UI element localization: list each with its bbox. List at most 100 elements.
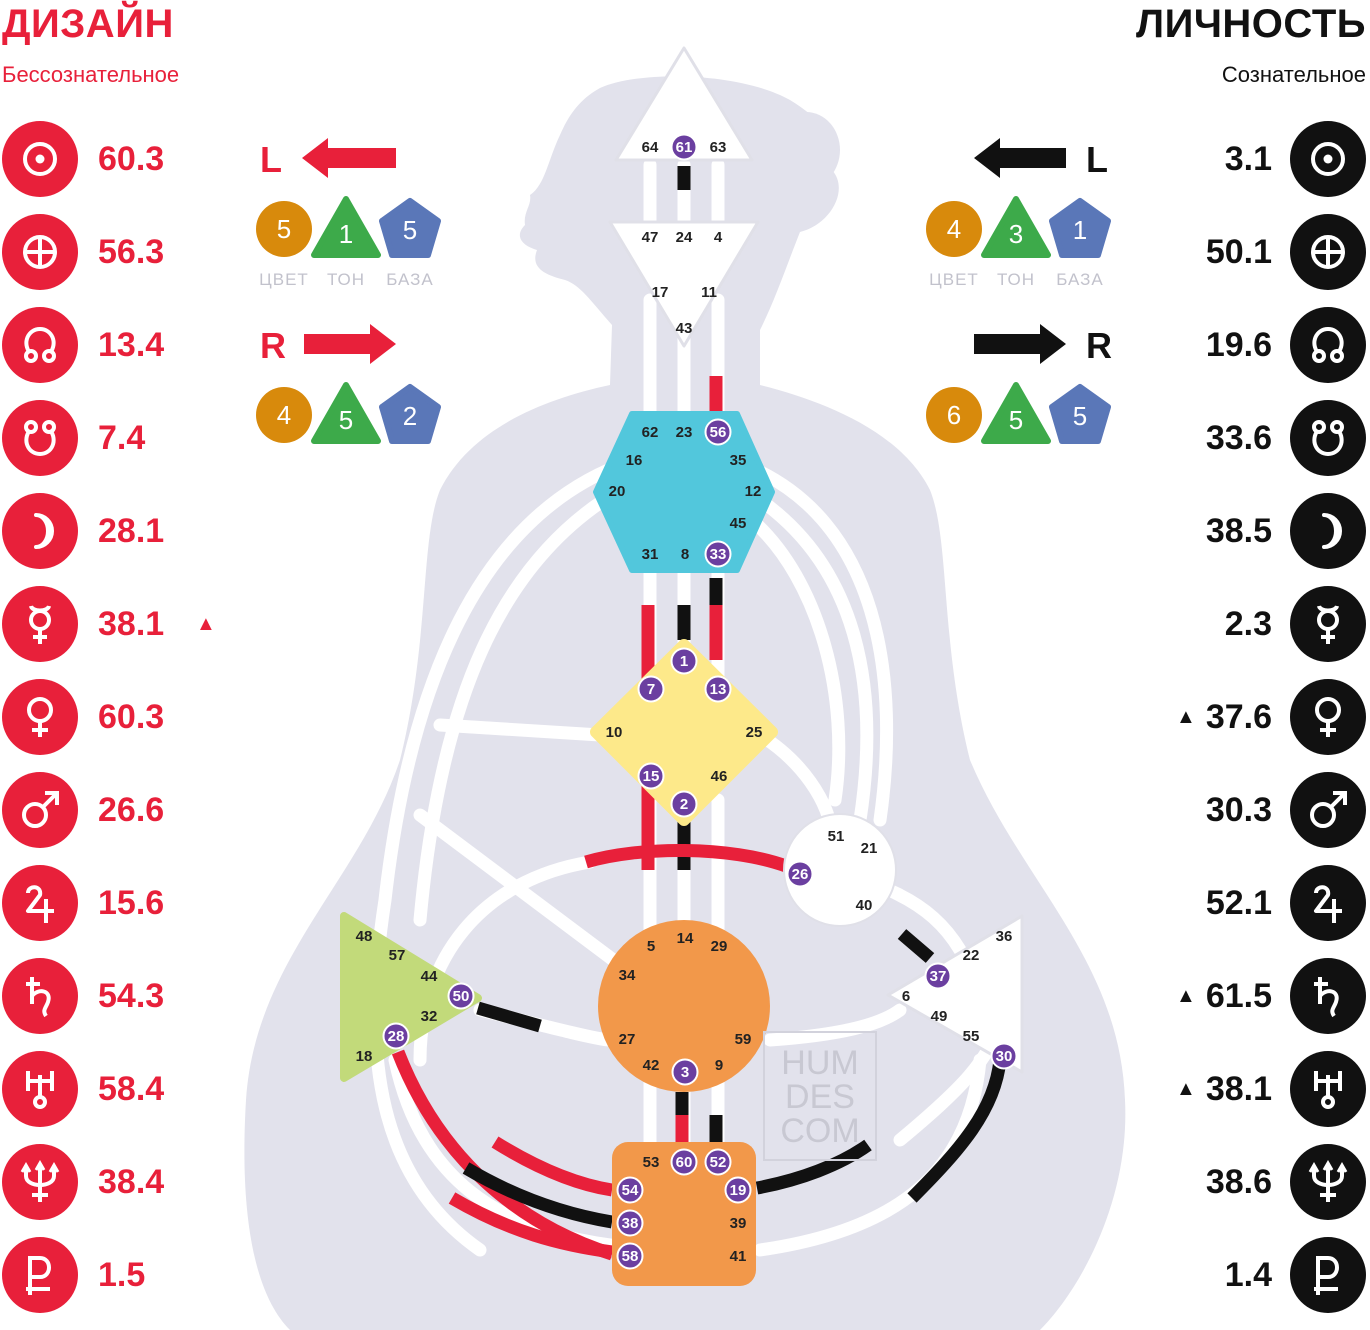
gate-35: 35 xyxy=(730,452,747,469)
gate-39: 39 xyxy=(730,1215,747,1232)
direction-label: L xyxy=(1086,139,1108,180)
gate-6: 6 xyxy=(902,988,910,1005)
arrow-right-icon xyxy=(974,324,1066,364)
planet-gate-value: 50.1 xyxy=(1205,232,1272,271)
gate-22: 22 xyxy=(963,947,980,964)
gate-number: 22 xyxy=(963,947,980,964)
active-gate-badge xyxy=(704,1148,732,1176)
design-planet-row: 7.4 xyxy=(2,400,196,476)
design-planet-row: 38.1 ▲ xyxy=(2,586,216,662)
planet-gate-value: 38.5 xyxy=(1205,511,1272,550)
tone-badge xyxy=(981,196,1051,258)
variable-value: 6 xyxy=(947,400,961,430)
saturn-icon xyxy=(2,958,78,1034)
gate-number: 2 xyxy=(680,796,688,813)
gate-number: 39 xyxy=(730,1215,747,1232)
gate-number: 17 xyxy=(652,284,669,301)
base-badge xyxy=(379,384,441,444)
personality-planet-row: 38.5 xyxy=(1196,493,1366,569)
personality-title: ЛИЧНОСТЬ xyxy=(1136,2,1366,46)
active-gate-badge xyxy=(671,1058,699,1086)
personality-planet-row: 1.4 xyxy=(1215,1237,1366,1313)
base-badge xyxy=(379,198,441,258)
gate-16: 16 xyxy=(626,452,643,469)
personality-planet-row: 19.6 xyxy=(1196,307,1366,383)
solar-plexus-center xyxy=(886,914,1024,1074)
personality-subtitle: Сознательное xyxy=(1221,62,1366,87)
gate-9: 9 xyxy=(715,1057,723,1074)
active-gate-badge xyxy=(670,1148,698,1176)
throat-center xyxy=(593,411,775,573)
active-gate-badge xyxy=(616,1242,644,1270)
design-planet-row: 60.3 xyxy=(2,121,196,197)
gate-number: 5 xyxy=(647,938,655,955)
gate-43: 43 xyxy=(676,320,693,337)
arrow-left-icon xyxy=(974,138,1066,178)
gate-56: 56 xyxy=(704,418,732,446)
gate-number: 51 xyxy=(828,828,845,845)
arrow-right-icon xyxy=(304,324,396,364)
active-gate-badge xyxy=(637,675,665,703)
heart-center xyxy=(783,813,897,927)
gate-number: 6 xyxy=(902,988,910,1005)
saturn-icon xyxy=(1290,958,1366,1034)
planet-gate-value: 60.3 xyxy=(98,697,165,736)
exalted-marker: ▲ xyxy=(1176,984,1196,1007)
gate-number: 30 xyxy=(996,1048,1013,1065)
gate-number: 28 xyxy=(388,1028,405,1045)
north-node-icon xyxy=(1290,307,1366,383)
gate-number: 48 xyxy=(356,928,373,945)
personality-planet-row: 38.6 xyxy=(1196,1144,1366,1220)
design-planet-row: 26.6 xyxy=(2,772,196,848)
pluto-icon xyxy=(2,1237,78,1313)
gate-number: 43 xyxy=(676,320,693,337)
tone-badge xyxy=(311,382,381,444)
gate-14: 14 xyxy=(677,930,694,947)
gate-number: 15 xyxy=(643,768,660,785)
gate-number: 40 xyxy=(856,897,873,914)
gate-number: 4 xyxy=(714,229,723,246)
exalted-marker: ▲ xyxy=(196,612,216,635)
gate-number: 47 xyxy=(642,229,659,246)
gate-number: 25 xyxy=(746,724,763,741)
gate-number: 7 xyxy=(647,681,655,698)
gate-number: 3 xyxy=(681,1064,689,1081)
north-node-icon xyxy=(2,307,78,383)
gate-number: 26 xyxy=(792,866,809,883)
gate-49: 49 xyxy=(931,1008,948,1025)
planet-gate-value: 38.4 xyxy=(98,1162,165,1201)
personality-planet-row: 33.6 xyxy=(1196,400,1366,476)
watermark-line-1: HUM xyxy=(781,1044,858,1082)
gate-63: 63 xyxy=(710,139,727,156)
planet-gate-value: 1.5 xyxy=(98,1255,146,1294)
planet-gate-value: 61.5 xyxy=(1205,976,1272,1015)
active-gate-badge xyxy=(382,1022,410,1050)
design-title: ДИЗАЙН xyxy=(2,2,174,46)
gate-number: 23 xyxy=(676,424,693,441)
gate-15: 15 xyxy=(637,762,665,790)
active-gate-badge xyxy=(786,860,814,888)
planet-gate-value: 37.6 xyxy=(1205,697,1272,736)
direction-label: R xyxy=(1086,325,1112,366)
uranus-icon xyxy=(2,1051,78,1127)
gate-27: 27 xyxy=(619,1031,636,1048)
planet-gate-value: 33.6 xyxy=(1205,418,1272,457)
color-badge xyxy=(926,201,982,257)
design-planet-row: 58.4 xyxy=(2,1051,196,1127)
gate-29: 29 xyxy=(711,938,728,955)
gate-number: 31 xyxy=(642,546,659,563)
centers xyxy=(340,46,1024,1286)
planet-gate-value: 60.3 xyxy=(98,139,165,178)
personality-planet-row: 3.1 xyxy=(1215,121,1366,197)
gate-number: 57 xyxy=(389,947,406,964)
variable-value: 3 xyxy=(1009,219,1023,249)
mercury-icon xyxy=(1290,586,1366,662)
variable-value: 4 xyxy=(277,400,291,430)
design-planet-row: 38.4 xyxy=(2,1144,196,1220)
gate-number: 12 xyxy=(745,483,762,500)
planet-gate-value: 19.6 xyxy=(1205,325,1272,364)
planet-gate-value: 38.1 xyxy=(98,604,165,643)
